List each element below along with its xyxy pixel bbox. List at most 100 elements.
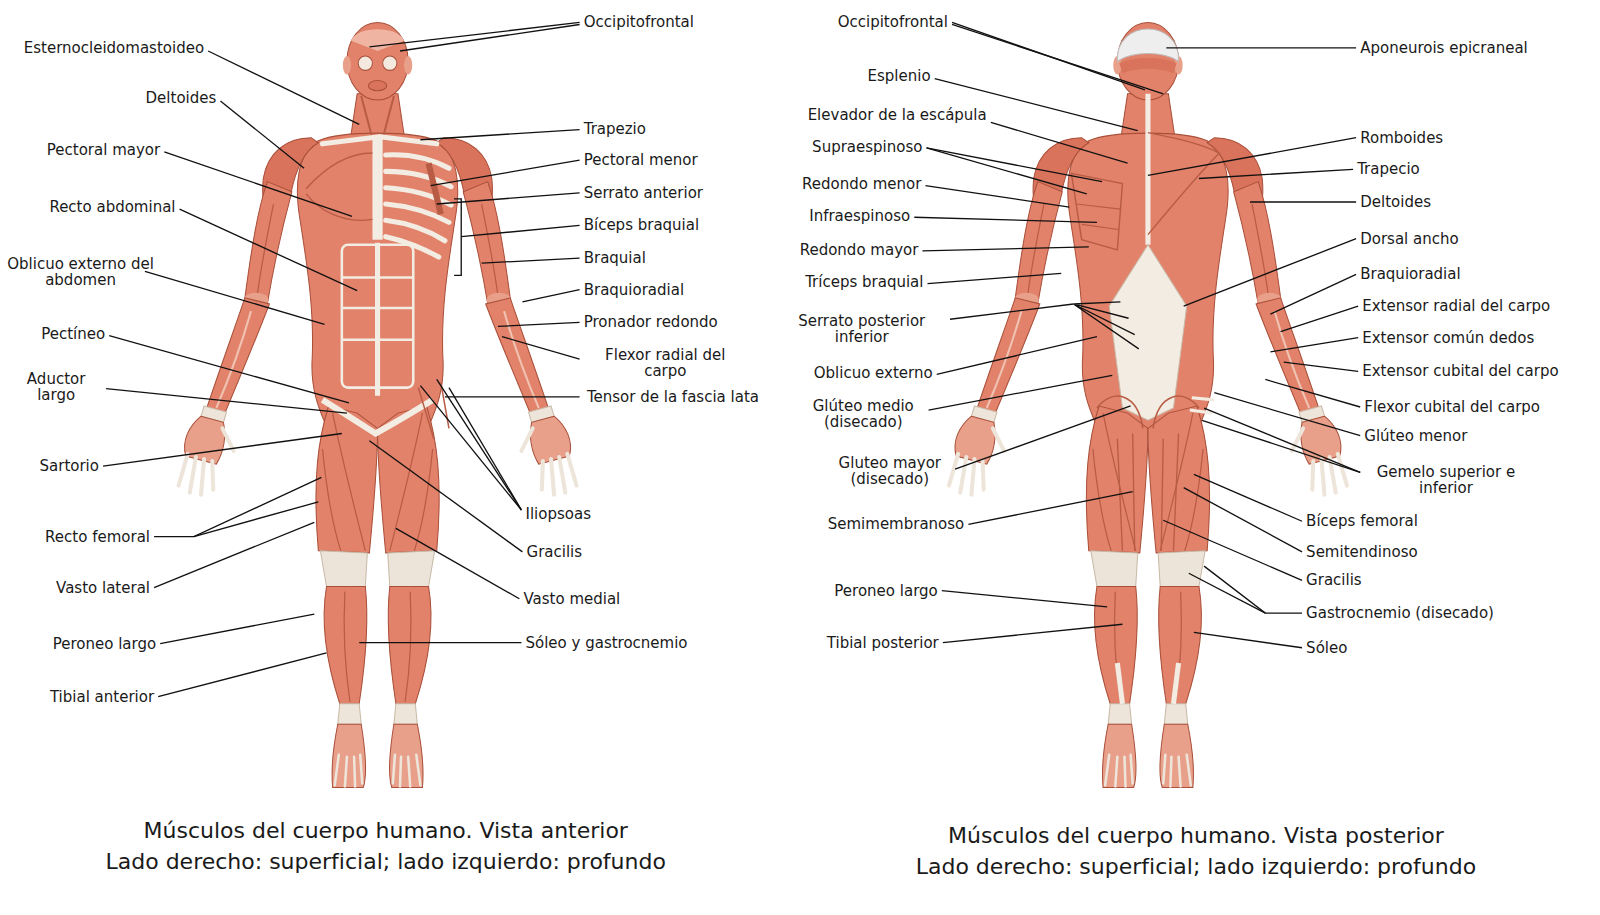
muscle-shape: [1117, 663, 1178, 704]
leader-line: [522, 290, 579, 302]
shape-group: [103, 22, 1360, 696]
muscle-label: Bíceps femoral: [1306, 513, 1418, 529]
leader-line: [1194, 474, 1302, 521]
leader-line: [359, 642, 521, 643]
leader-line: [1073, 302, 1138, 349]
shape-group: [386, 155, 451, 257]
leader-line: [952, 24, 1163, 93]
leader-line: [927, 148, 1087, 194]
leader-line: [926, 186, 1070, 207]
muscle-label: Vasto medial: [523, 591, 620, 607]
leader-line: [498, 322, 580, 326]
leader-line: [991, 122, 1128, 163]
leader-line: [1265, 379, 1360, 407]
leader-line: [943, 624, 1123, 642]
muscle-shape: [1145, 94, 1150, 245]
muscle-label: Peroneo largo: [834, 583, 937, 599]
shape-group: [306, 29, 461, 438]
muscle-label: Dorsal ancho: [1360, 231, 1458, 247]
muscle-shape: [386, 155, 449, 169]
muscle-label: Deltoides: [1360, 194, 1431, 210]
leader-line: [420, 386, 521, 510]
leader-line: [1184, 488, 1302, 552]
leader-line: [955, 406, 1131, 469]
muscle-shape: [342, 245, 413, 388]
muscle-shape: [322, 400, 432, 434]
muscle-shape: [1117, 434, 1178, 551]
muscle-shape: [368, 81, 386, 91]
muscle-shape: [429, 163, 441, 214]
leader-line: [929, 375, 1113, 410]
muscle-label: Aductor largo: [10, 371, 102, 403]
muscle-label: Pectoral mayor: [47, 142, 160, 158]
muscle-label: Glúteo medio (disecado): [802, 398, 924, 430]
muscle-label: Occipitofrontal: [584, 14, 694, 30]
leader-line: [445, 396, 580, 397]
muscle-label: Tibial posterior: [827, 635, 939, 651]
muscle-label: Pectíneo: [41, 326, 105, 342]
muscle-label: Tensor de la fascia lata: [584, 389, 763, 405]
leader-line: [437, 193, 580, 204]
leader-line: [106, 389, 347, 413]
muscle-label: Extensor radial del carpo: [1362, 298, 1550, 314]
leader-line: [922, 247, 1088, 251]
muscle-label: Vasto lateral: [56, 580, 150, 596]
leader-line: [1194, 632, 1302, 647]
leader-line: [154, 477, 321, 536]
muscle-label: Bíceps braquial: [584, 217, 699, 233]
leader-line: [1148, 138, 1356, 176]
leader-line: [914, 217, 1097, 222]
leader-line: [1250, 201, 1356, 202]
body-figure: [949, 22, 1347, 787]
muscle-label: Peroneo largo: [53, 636, 156, 652]
muscle-label: Trapecio: [1357, 161, 1420, 177]
muscle-label: Supraespinoso: [812, 139, 922, 155]
leader-line: [160, 614, 314, 644]
muscle-label: Recto femoral: [45, 529, 150, 545]
leader-line: [950, 304, 1073, 319]
muscle-shape: [372, 138, 382, 240]
leader-line: [449, 388, 521, 510]
leader-line: [1163, 520, 1302, 580]
muscle-label: Braquioradial: [1360, 266, 1460, 282]
muscle-shape: [386, 188, 451, 205]
muscle-label: Braquioradial: [584, 282, 684, 298]
leader-line: [928, 273, 1062, 283]
leader-line: [164, 152, 352, 216]
shape-group: [1071, 29, 1219, 704]
muscle-label: Sóleo: [1306, 640, 1347, 656]
leader-line: [208, 51, 359, 124]
muscle-shape: [1119, 58, 1176, 74]
leader-line: [482, 258, 580, 263]
leader-line: [396, 528, 519, 598]
muscle-shape: [358, 56, 372, 70]
muscle-label: Semitendinoso: [1306, 544, 1418, 560]
muscle-label: Redondo mayor: [800, 242, 919, 258]
leader-line: [194, 502, 318, 537]
muscle-shape: [351, 29, 404, 51]
caption-line: Lado derecho: superficial; lado izquierd…: [916, 854, 1476, 880]
caption-line: Lado derecho: superficial; lado izquierd…: [105, 849, 665, 875]
muscle-label: Infraespinoso: [809, 208, 910, 224]
muscle-label: Elevador de la escápula: [808, 107, 987, 123]
muscle-label: Gracilis: [527, 544, 583, 560]
leader-line: [1202, 420, 1360, 472]
muscle-label: Redondo menor: [802, 176, 921, 192]
muscle-shape: [383, 56, 397, 70]
body-figure: [179, 22, 577, 787]
muscle-shape: [306, 153, 372, 220]
muscle-label: Gastrocnemio (disecado): [1306, 605, 1494, 621]
leader-line: [1184, 239, 1356, 306]
muscle-shape: [1117, 29, 1178, 61]
muscle-shape: [1077, 204, 1121, 230]
leader-line: [1214, 393, 1360, 436]
leader-line: [103, 434, 342, 467]
leader-line: [400, 24, 580, 51]
muscle-shape: [1071, 173, 1122, 250]
leader-line: [927, 148, 1103, 182]
muscle-label: Deltoides: [146, 90, 217, 106]
leader-line: [431, 160, 580, 186]
leader-line: [968, 492, 1132, 525]
muscle-label: Romboides: [1360, 130, 1443, 146]
